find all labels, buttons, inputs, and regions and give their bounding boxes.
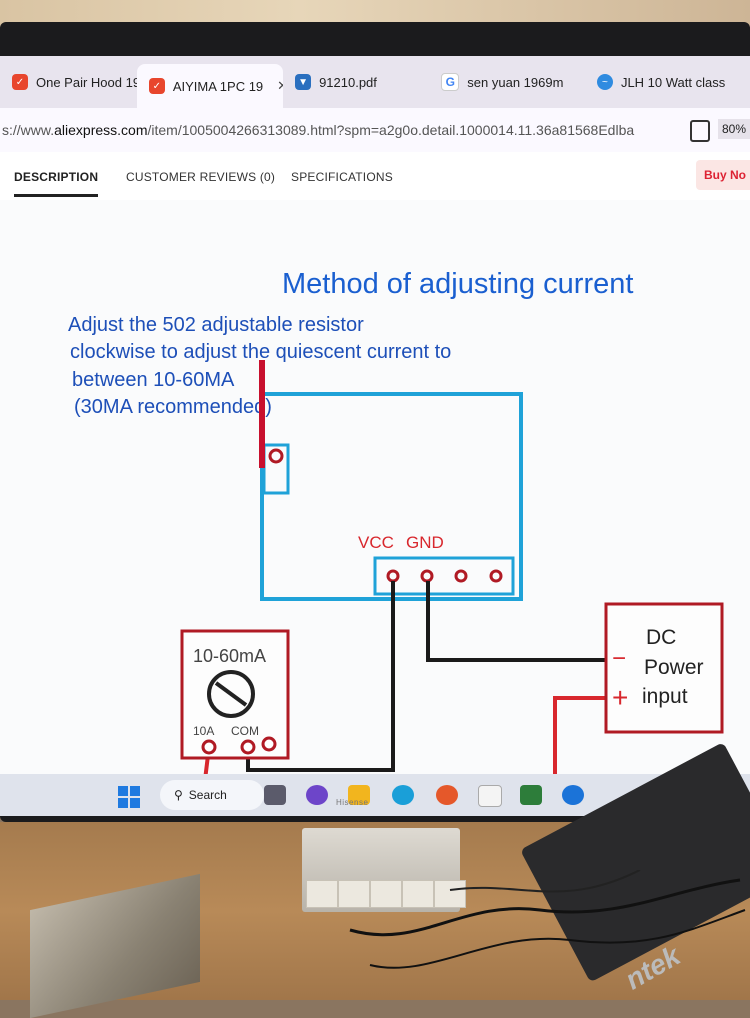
tab-description[interactable]: DESCRIPTION <box>14 170 99 184</box>
close-icon[interactable]: ✕ <box>277 78 284 93</box>
monitor-brand: Hisense <box>336 798 369 807</box>
transistor-chip <box>306 880 338 908</box>
probe-cables <box>349 870 746 969</box>
tab-jlh[interactable]: ~ JLH 10 Watt class <box>585 62 750 102</box>
instruction-line: (30MA recommended) <box>74 396 272 418</box>
minus-sign: − <box>612 645 626 672</box>
browser-tab-bar: ✓ One Pair Hood 19 ✓ AIYIMA 1PC 19 ✕ ▼ 9… <box>0 56 750 108</box>
notes-icon[interactable] <box>520 785 542 805</box>
meter-com-label: COM <box>231 724 259 738</box>
tab-label: 91210.pdf <box>319 74 377 90</box>
resistor-screw <box>268 448 284 464</box>
power-label-dc: DC <box>646 626 676 649</box>
terminal-screw <box>489 569 503 583</box>
tab-pdf[interactable]: ▼ 91210.pdf <box>283 62 429 102</box>
gnd-wire <box>426 581 608 662</box>
aliexpress-icon: ✓ <box>148 78 165 94</box>
reader-mode-icon[interactable] <box>690 120 710 142</box>
search-label: Search <box>188 788 227 802</box>
file-explorer-icon[interactable] <box>348 785 370 805</box>
tab-label: One Pair Hood 19 <box>36 74 137 90</box>
red-marker-line <box>259 360 265 468</box>
instruction-line: between 10-60MA <box>72 369 235 391</box>
tab-sen-yuan[interactable]: G sen yuan 1969m <box>429 62 585 102</box>
tab-one-pair-hood[interactable]: ✓ One Pair Hood 19 <box>0 62 137 102</box>
meter-dial-needle <box>214 681 248 707</box>
meter-port-com <box>240 739 256 755</box>
screen: ✓ One Pair Hood 19 ✓ AIYIMA 1PC 19 ✕ ▼ 9… <box>0 56 750 816</box>
tab-aiyima[interactable]: ✓ AIYIMA 1PC 19 ✕ <box>136 64 284 108</box>
url-text[interactable]: s://www.aliexpress.com/item/100500426631… <box>0 122 634 138</box>
url-domain: aliexpress.com <box>54 122 148 138</box>
meter-port-10a <box>201 739 217 755</box>
meter-range-label: 10-60mA <box>193 646 266 666</box>
wiring-diagram: Method of adjusting current Adjust the 5… <box>0 200 750 785</box>
meter-port-extra <box>261 736 277 752</box>
tab-label: sen yuan 1969m <box>467 74 564 90</box>
aliexpress-icon: ✓ <box>12 74 28 90</box>
transistor-chip <box>370 880 402 908</box>
windows-start-icon[interactable] <box>118 786 140 808</box>
google-icon: G <box>441 73 460 91</box>
terminal-block <box>373 556 515 596</box>
power-label-power: Power <box>644 656 704 679</box>
gnd-label: GND <box>406 533 444 552</box>
plus-sign: + <box>612 682 628 713</box>
power-label-input: input <box>642 685 688 708</box>
vcc-label: VCC <box>358 533 394 552</box>
edge-icon[interactable] <box>392 785 414 805</box>
tab-customer-reviews[interactable]: CUSTOMER REVIEWS (0) <box>126 170 276 184</box>
pdf-icon: ▼ <box>295 74 312 90</box>
meter-10a-label: 10A <box>193 724 214 738</box>
instruction-line: Adjust the 502 adjustable resistor <box>68 314 364 336</box>
monitor: ✓ One Pair Hood 19 ✓ AIYIMA 1PC 19 ✕ ▼ 9… <box>0 22 750 822</box>
taskbar-search[interactable]: ⚲ Search <box>160 780 264 810</box>
dc-power-box <box>604 602 724 734</box>
meter-dial <box>207 670 255 718</box>
firefox-icon[interactable] <box>436 785 458 805</box>
transistor-chip <box>338 880 370 908</box>
tab-label: JLH 10 Watt class <box>620 74 726 90</box>
tab-label: AIYIMA 1PC 19 <box>172 78 264 94</box>
adjustable-resistor-pad <box>262 443 290 495</box>
instruction-line: clockwise to adjust the quiescent curren… <box>70 341 451 363</box>
url-path: /item/1005004266313089.html?spm=a2g0o.de… <box>147 122 635 138</box>
active-tab-underline <box>14 194 98 197</box>
terminal-screw <box>454 569 468 583</box>
product-tabs: DESCRIPTION CUSTOMER REVIEWS (0) SPECIFI… <box>0 152 750 201</box>
search-icon: ⚲ <box>174 788 183 802</box>
address-bar[interactable]: s://www.aliexpress.com/item/100500426631… <box>0 108 750 152</box>
tab-specifications[interactable]: SPECIFICATIONS <box>291 170 393 184</box>
url-prefix: s://www. <box>2 122 55 138</box>
app-icon[interactable] <box>562 785 584 805</box>
vcc-wire <box>246 581 395 772</box>
diagram-title: Method of adjusting current <box>282 268 633 300</box>
transistor-chip <box>402 880 434 908</box>
buy-now-button[interactable]: Buy No <box>696 160 750 190</box>
store-icon[interactable] <box>478 785 502 807</box>
jlh-icon: ~ <box>596 74 613 90</box>
teams-icon[interactable] <box>306 785 328 805</box>
zoom-indicator[interactable]: 80% <box>717 119 750 139</box>
task-view-icon[interactable] <box>264 785 286 805</box>
transistor-chip <box>434 880 466 908</box>
